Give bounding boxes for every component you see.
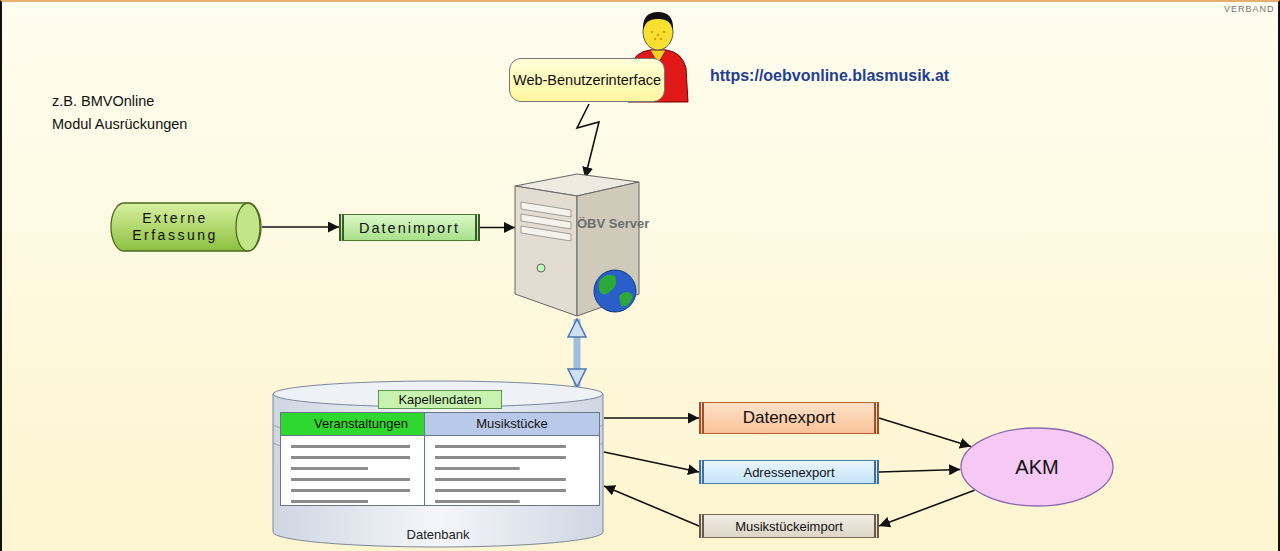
node-text: ÖBV Server [577,216,639,233]
arrow [879,418,971,446]
logo-text: VERBAND [1224,4,1275,14]
node-text: Datenexport [743,408,836,428]
node-text: Kapellendaten [398,392,481,407]
import-box: Datenimport [339,214,480,241]
database-cylinder: KapellendatenVeranstaltungenMusikstückeD… [272,380,604,548]
arrow [262,226,339,228]
server-drawing [507,164,647,319]
export-box: Adressenexport [699,460,879,484]
export-box: Datenexport [699,402,879,434]
arrow [604,417,699,419]
web-interface-box: Web-Benutzerinterface [509,58,665,102]
node-text: Musikstücke [425,413,599,436]
table-header: Kapellendaten [378,390,502,409]
note-text: z.B. BMVOnline [52,93,154,109]
node-text: Web-Benutzerinterface [513,72,661,88]
akm-ellipse: AKM [960,427,1114,507]
external-source-cylinder: Externe Erfassung [110,202,262,252]
node-text: Veranstaltungen [281,413,441,436]
node-text: AKM [1015,456,1058,479]
arrow [577,104,599,178]
node-text: Datenimport [359,220,460,236]
node-text: Externe Erfassung [121,210,229,244]
arrow [604,486,699,526]
import-box: Musikstückeimport [699,514,879,538]
server-icon: ÖBV Server [507,164,647,319]
arrow [879,490,974,526]
table-panel: Veranstaltungen [280,412,442,506]
node-text: Musikstückeimport [735,519,843,534]
double-arrow [574,319,581,387]
node-text: Adressenexport [743,465,834,480]
table-panel: Musikstücke [424,412,600,506]
arrow [604,452,699,472]
arrow [879,469,960,472]
url-text: https://oebvonline.blasmusik.at [710,67,949,85]
arrow [480,227,515,229]
note-text: Modul Ausrückungen [52,116,187,132]
node-text: Datenbank [407,527,470,542]
